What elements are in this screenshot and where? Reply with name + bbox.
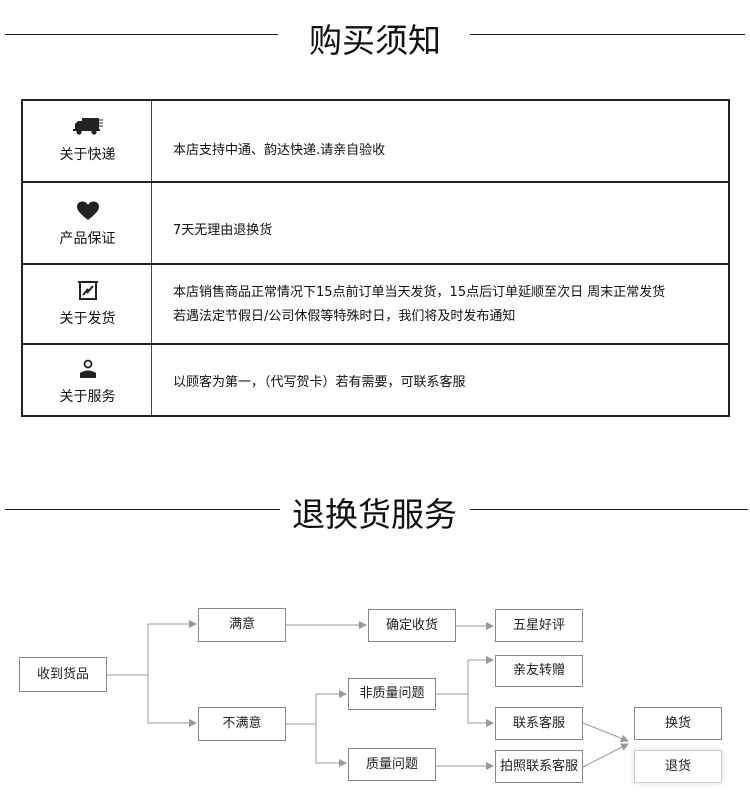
info-label-cell: 关于服务: [23, 345, 152, 415]
info-label-cell: 产品保证: [23, 183, 152, 263]
return-flow-diagram: 收到货品 满意 不满意 确定收货 五星好评 非质量问题 质量问题 亲友转赠 联系…: [0, 560, 750, 809]
purchase-notice-header: 购买须知: [0, 8, 750, 68]
flow-node-non-quality: 非质量问题: [348, 678, 436, 710]
flow-node-quality: 质量问题: [348, 748, 436, 781]
content-line: 7天无理由退换货: [173, 223, 273, 238]
truck-icon: [23, 117, 152, 139]
info-content-express: 本店支持中通、韵达快递.请亲自验收: [173, 139, 385, 163]
flow-node-unsatisfied: 不满意: [198, 707, 286, 741]
purchase-info-table: 关于快递 本店支持中通、韵达快递.请亲自验收 产品保证 7天无理由退换货: [21, 99, 730, 417]
info-label-cell: 关于快递: [23, 101, 152, 181]
shipping-box-icon: [23, 279, 152, 305]
flow-connectors: [107, 620, 629, 770]
flow-node-confirm-receipt: 确定收货: [368, 609, 456, 642]
info-row-service: 关于服务 以顾客为第一，（代写贺卡）若有需要，可联系客服: [23, 343, 728, 415]
info-label-express: 关于快递: [59, 147, 116, 163]
content-line: 以顾客为第一，（代写贺卡）若有需要，可联系客服: [173, 375, 466, 390]
divider-right: [470, 509, 748, 510]
section-title-return-service: 退换货服务: [292, 495, 457, 534]
connector: [582, 743, 629, 768]
content-line: 若遇法定节假日/公司休假等特殊时日，我们将及时发布通知: [173, 309, 516, 324]
info-row-express: 关于快递 本店支持中通、韵达快递.请亲自验收: [23, 101, 728, 181]
section-title-purchase-notice: 购买须知: [309, 21, 441, 60]
divider-left: [5, 509, 280, 510]
info-row-shipping: 关于发货 本店销售商品正常情况下15点前订单当天发货，15点后订单延顺至次日 周…: [23, 263, 728, 343]
flow-node-gift-friends: 亲友转赠: [495, 655, 583, 687]
info-label-guarantee: 产品保证: [59, 231, 116, 247]
info-label-cell: 关于发货: [23, 265, 152, 343]
flow-node-exchange: 换货: [634, 707, 722, 740]
content-line: 本店销售商品正常情况下15点前订单当天发货，15点后订单延顺至次日 周末正常发货: [173, 285, 666, 300]
info-content-guarantee: 7天无理由退换货: [173, 219, 272, 243]
connector: [582, 722, 629, 743]
info-content-service: 以顾客为第一，（代写贺卡）若有需要，可联系客服: [173, 371, 466, 395]
flow-node-satisfied: 满意: [198, 608, 286, 642]
flow-node-contact-service: 联系客服: [495, 707, 583, 740]
heart-icon: [23, 201, 152, 225]
divider-right: [470, 34, 745, 35]
content-line: 本店支持中通、韵达快递.请亲自验收: [173, 143, 386, 158]
divider-left: [5, 34, 278, 35]
flow-node-received: 收到货品: [19, 657, 107, 692]
info-row-guarantee: 产品保证 7天无理由退换货: [23, 181, 728, 263]
flow-node-return: 退货: [634, 750, 722, 783]
flow-node-photo-contact: 拍照联系客服: [495, 750, 583, 783]
info-label-shipping: 关于发货: [59, 311, 116, 327]
info-content-shipping: 本店销售商品正常情况下15点前订单当天发货，15点后订单延顺至次日 周末正常发货…: [173, 281, 665, 329]
flow-node-five-star: 五星好评: [495, 609, 583, 642]
info-label-service: 关于服务: [59, 389, 116, 405]
person-icon: [23, 359, 152, 383]
return-service-header: 退换货服务: [0, 480, 750, 540]
